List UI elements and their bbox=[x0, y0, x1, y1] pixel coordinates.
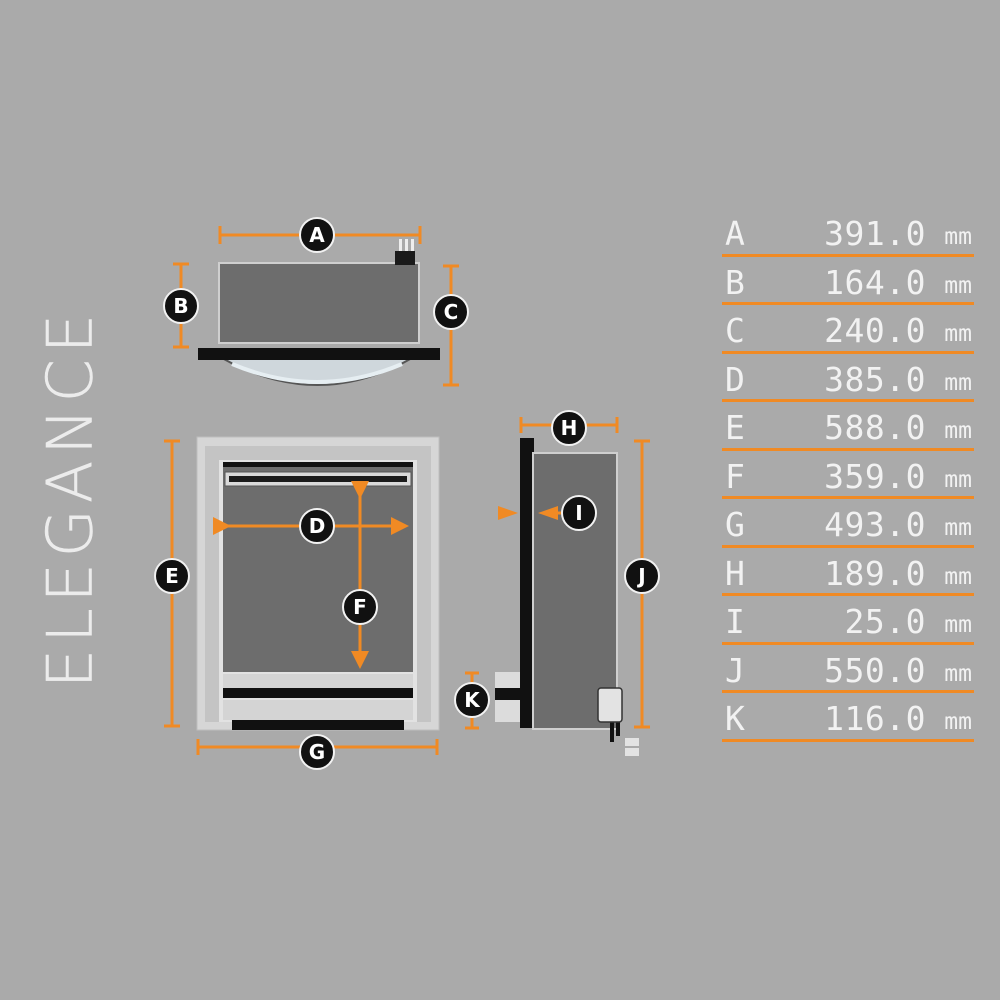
dimension-row: K 116.0 mm bbox=[722, 693, 974, 742]
side-view bbox=[495, 438, 639, 756]
front-view bbox=[196, 436, 440, 731]
dimension-letter: F bbox=[725, 456, 745, 496]
dimension-value: 116.0 bbox=[824, 699, 926, 738]
dimension-value: 189.0 bbox=[824, 553, 926, 593]
dimension-letter: C bbox=[725, 311, 745, 350]
dimension-unit: mm bbox=[944, 612, 972, 638]
callout-label: I bbox=[575, 501, 582, 525]
top-view bbox=[198, 239, 440, 386]
side-body bbox=[532, 452, 618, 730]
dimension-value: 240.0 bbox=[824, 311, 926, 350]
callout-label: F bbox=[353, 595, 367, 619]
dimension-row: C 240.0 mm bbox=[722, 305, 974, 354]
callout-c: C bbox=[433, 294, 469, 330]
dimension-row: E 588.0 mm bbox=[722, 402, 974, 451]
callout-label: D bbox=[309, 514, 326, 538]
top-body bbox=[218, 262, 420, 344]
dimension-letter: K bbox=[725, 699, 745, 738]
dimension-value: 359.0 bbox=[824, 456, 926, 496]
callout-label: E bbox=[165, 564, 179, 588]
callouts: A B C D E F G H I J K bbox=[154, 217, 660, 770]
callout-label: G bbox=[309, 740, 325, 764]
dimension-unit: mm bbox=[944, 466, 972, 493]
dimension-row: B 164.0 mm bbox=[722, 257, 974, 305]
dimension-row: J 550.0 mm bbox=[722, 645, 974, 693]
callout-h: H bbox=[551, 410, 587, 446]
dimension-value: 588.0 bbox=[824, 408, 926, 447]
callout-label: H bbox=[561, 416, 578, 440]
dimension-row: D 385.0 mm bbox=[722, 354, 974, 402]
callout-f: F bbox=[342, 589, 378, 625]
dimension-letter: H bbox=[725, 553, 745, 593]
callout-i: I bbox=[561, 495, 597, 531]
dimension-letter: B bbox=[725, 262, 745, 302]
dimension-letter: G bbox=[725, 505, 745, 544]
dimension-unit: mm bbox=[944, 321, 972, 347]
dimension-unit: mm bbox=[944, 369, 972, 396]
callout-label: J bbox=[636, 564, 645, 588]
callout-j: J bbox=[624, 558, 660, 594]
dimension-unit: mm bbox=[944, 224, 972, 250]
callout-k: K bbox=[454, 682, 490, 718]
callout-e: E bbox=[154, 558, 190, 594]
i-arrow-left bbox=[498, 506, 518, 520]
dimension-unit: mm bbox=[944, 660, 972, 687]
dimension-letter: A bbox=[725, 214, 745, 253]
dimension-value: 25.0 bbox=[844, 602, 926, 641]
dimension-unit: mm bbox=[944, 272, 972, 299]
dimension-row: I 25.0 mm bbox=[722, 596, 974, 645]
dimension-letter: I bbox=[725, 602, 745, 641]
callout-g: G bbox=[299, 734, 335, 770]
dimension-value: 385.0 bbox=[824, 359, 926, 399]
gas-valve bbox=[597, 687, 623, 723]
dimension-value: 493.0 bbox=[824, 505, 926, 544]
callout-a: A bbox=[299, 217, 335, 253]
top-fascia bbox=[198, 348, 440, 360]
side-fascia bbox=[520, 438, 534, 728]
callout-d: D bbox=[299, 508, 335, 544]
dimension-row: F 359.0 mm bbox=[722, 451, 974, 499]
firebox-opening bbox=[223, 462, 413, 672]
dimension-letter: J bbox=[725, 650, 745, 690]
callout-label: A bbox=[309, 223, 325, 247]
dimension-unit: mm bbox=[944, 709, 972, 735]
dimension-value: 164.0 bbox=[824, 262, 926, 302]
dimension-row: G 493.0 mm bbox=[722, 499, 974, 548]
dimension-row: A 391.0 mm bbox=[722, 208, 974, 257]
i-arrow-right bbox=[538, 506, 558, 520]
dimension-row: H 189.0 mm bbox=[722, 548, 974, 596]
callout-label: B bbox=[173, 294, 188, 318]
callout-label: K bbox=[464, 688, 481, 712]
callout-label: C bbox=[444, 300, 459, 324]
dimension-unit: mm bbox=[944, 563, 972, 590]
dimension-letter: D bbox=[725, 359, 745, 399]
dimension-letter: E bbox=[725, 408, 745, 447]
dimension-value: 550.0 bbox=[824, 650, 926, 690]
dimension-value: 391.0 bbox=[824, 214, 926, 253]
dimension-unit: mm bbox=[944, 515, 972, 541]
dimension-unit: mm bbox=[944, 418, 972, 444]
callout-b: B bbox=[163, 288, 199, 324]
